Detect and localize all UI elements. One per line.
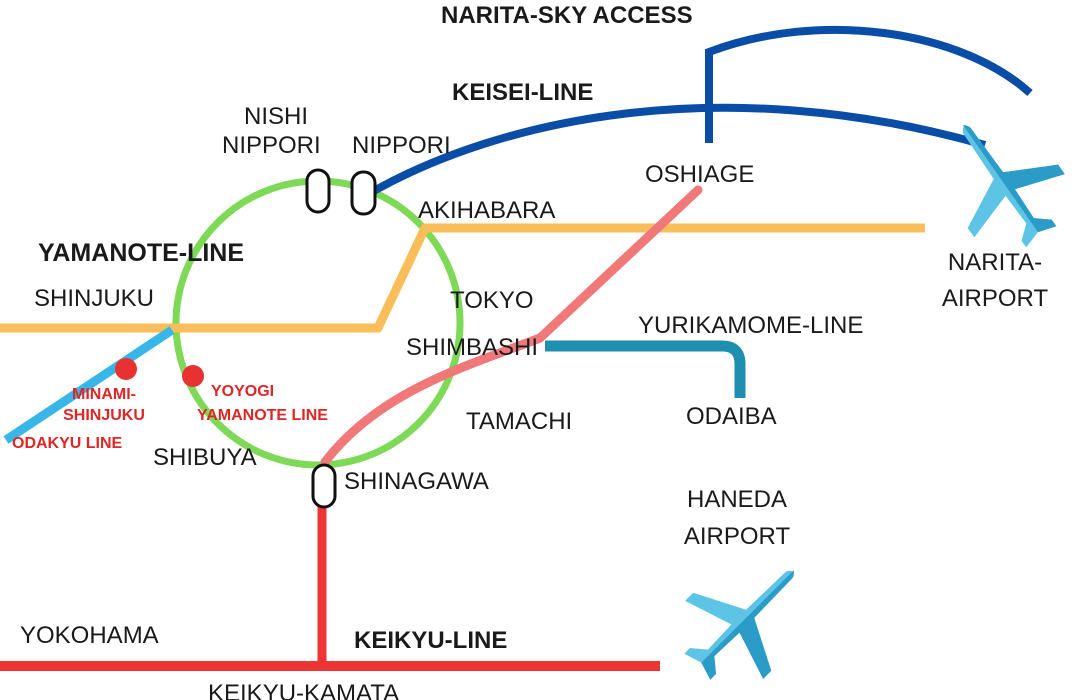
minami-shinjuku-label-2: SHINJUKU <box>63 407 145 424</box>
tamachi-label: TAMACHI <box>466 408 573 435</box>
nishi-nippori-label-2: NIPPORI <box>222 132 321 159</box>
oshiage-label: OSHIAGE <box>645 161 755 188</box>
nishi-nippori-label-1: NISHI <box>243 103 308 130</box>
shinjuku-label: SHINJUKU <box>34 285 155 312</box>
yoyogi-yamanote-line-label: YAMANOTE LINE <box>197 407 328 424</box>
nippori-station-marker <box>350 170 377 216</box>
haneda-airport-label-2: AIRPORT <box>683 523 791 550</box>
minami-shinjuku-dot <box>115 358 137 380</box>
yamanote-line-label: YAMANOTE-LINE <box>38 239 245 267</box>
yurikamome-line-label: YURIKAMOME-LINE <box>638 312 864 339</box>
minami-shinjuku-label-1: MINAMI- <box>72 386 136 403</box>
keikyu-line-label: KEIKYU-LINE <box>354 627 508 654</box>
keikyu-kamata-label: KEIKYU-KAMATA <box>208 680 400 700</box>
airplane-icon <box>962 124 1065 248</box>
keisei-line <box>370 103 987 196</box>
odaiba-label: ODAIBA <box>686 403 777 430</box>
shimbashi-label: SHIMBASHI <box>406 334 539 361</box>
akihabara-label: AKIHABARA <box>418 197 556 224</box>
nishi-nippori-station-marker <box>305 168 331 214</box>
haneda-airport-label-1: HANEDA <box>686 486 788 513</box>
shinagawa-station-marker <box>311 463 337 509</box>
yoyogi-dot <box>182 365 204 387</box>
narita-sky-access-line <box>705 25 1033 143</box>
shinagawa-label: SHINAGAWA <box>344 468 489 495</box>
yoyogi-label: YOYOGI <box>211 383 275 400</box>
keisei-line-label: KEISEI-LINE <box>452 79 594 106</box>
narita-airport-label-2: AIRPORT <box>941 285 1049 312</box>
yokohama-label: YOKOHAMA <box>20 622 159 649</box>
odakyu-line-label: ODAKYU LINE <box>12 435 123 452</box>
tokyo-label: TOKYO <box>450 287 534 314</box>
nippori-label: NIPPORI <box>352 132 451 159</box>
shibuya-label: SHIBUYA <box>153 444 257 471</box>
asakusa-line <box>320 185 703 467</box>
airplane-icon <box>684 569 795 680</box>
chuo-line <box>0 223 925 333</box>
yurikamome-line <box>545 340 746 398</box>
narita-airport-label-1: NARITA- <box>947 249 1043 276</box>
odakyu-line <box>3 326 175 444</box>
narita-sky-access-label: NARITA-SKY ACCESS <box>441 2 693 29</box>
